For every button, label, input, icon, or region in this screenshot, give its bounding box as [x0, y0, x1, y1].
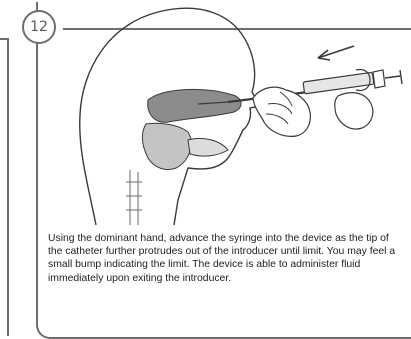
hand	[253, 87, 310, 136]
tongue	[188, 138, 228, 156]
step-number-badge: 12	[22, 10, 56, 44]
throat-tissue	[142, 123, 191, 169]
nasal-device-illustration	[38, 0, 411, 225]
spine	[130, 170, 138, 225]
left-panel-border	[7, 40, 9, 336]
spine-segments	[126, 182, 142, 210]
step-instruction-text: Using the dominant hand, advance the syr…	[48, 232, 402, 285]
nasal-cavity	[148, 89, 241, 122]
arrow-left-icon	[318, 46, 354, 60]
right-hand	[335, 93, 373, 129]
syringe	[303, 70, 402, 94]
